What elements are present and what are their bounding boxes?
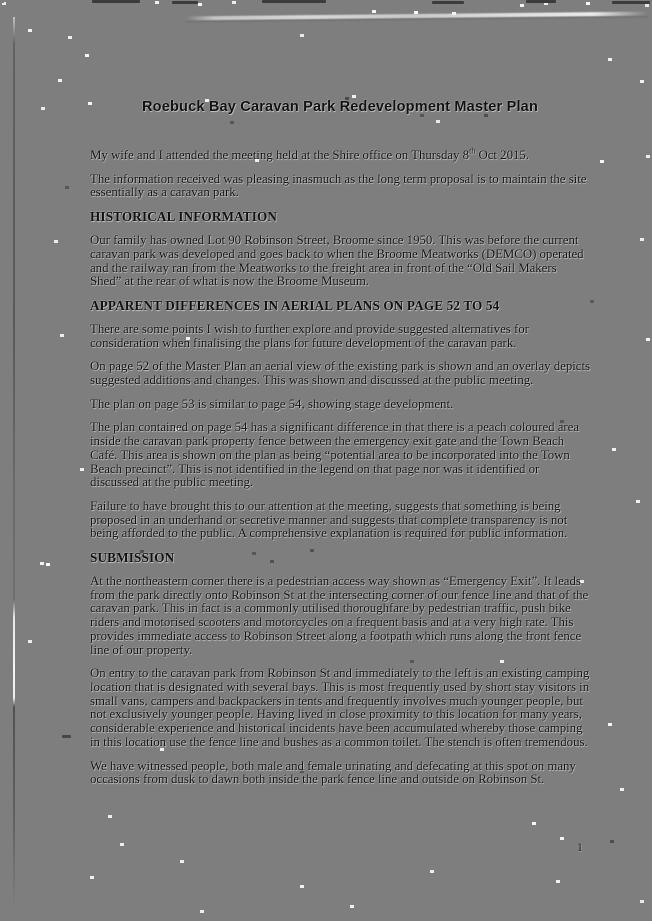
paragraph-meeting-text: My wife and I attended the meeting held … bbox=[90, 148, 470, 162]
page-number: 1 bbox=[577, 840, 583, 854]
paragraph-information: The information received was pleasing in… bbox=[90, 171, 587, 200]
scan-artifact-top-edge-dash bbox=[612, 1, 650, 4]
paragraph-failure-transparency: Failure to have brought this to our atte… bbox=[90, 498, 568, 541]
scan-artifact-vertical-streak bbox=[13, 17, 15, 913]
paragraph-page-53: The plan on page 53 is similar to page 5… bbox=[90, 396, 454, 411]
paragraph-family-history: Our family has owned Lot 90 Robinson Str… bbox=[90, 233, 584, 289]
heading-submission: SUBMISSION bbox=[90, 550, 175, 566]
scan-artifact-top-edge-dash bbox=[262, 0, 326, 3]
superscript-ordinal: th bbox=[469, 146, 476, 156]
scan-artifact-top-edge-dash bbox=[526, 0, 556, 3]
heading-apparent-differences: APPARENT DIFFERENCES IN AERIAL PLANS ON … bbox=[90, 297, 500, 313]
scan-noise-dark-specks bbox=[0, 0, 4, 3]
paragraph-page-52: On page 52 of the Master Plan an aerial … bbox=[90, 359, 591, 388]
paragraph-meeting: My wife and I attended the meeting held … bbox=[90, 146, 590, 163]
paragraph-witnessed: We have witnessed people, both male and … bbox=[90, 758, 576, 787]
scan-artifact-top-edge-dash bbox=[92, 0, 140, 3]
paragraph-camping-location: On entry to the caravan park from Robins… bbox=[90, 666, 590, 749]
scan-artifact-horizontal-streak bbox=[185, 11, 649, 21]
paragraph-meeting-text-end: Oct 2015. bbox=[475, 148, 529, 162]
paragraph-page-54: The plan contained on page 54 has a sign… bbox=[90, 420, 580, 490]
paragraph-points: There are some points I wish to further … bbox=[90, 321, 529, 350]
scan-artifact-top-edge-dash bbox=[432, 1, 464, 4]
document-body: Roebuck Bay Caravan Park Redevelopment M… bbox=[90, 99, 590, 797]
document-title: Roebuck Bay Caravan Park Redevelopment M… bbox=[141, 99, 538, 115]
heading-historical-information: HISTORICAL INFORMATION bbox=[90, 209, 278, 225]
scan-artifact-margin-dash bbox=[62, 735, 71, 738]
scan-artifact-top-edge-dash bbox=[172, 1, 198, 4]
paragraph-emergency-exit: At the northeastern corner there is a pe… bbox=[90, 574, 589, 657]
